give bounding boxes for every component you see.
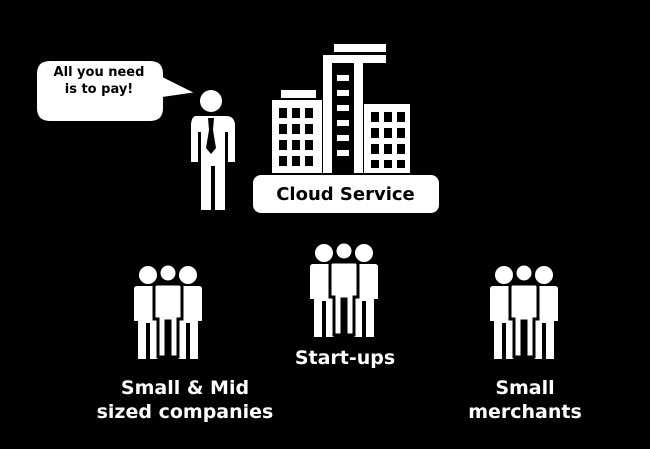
group-label-start-ups: Start-ups <box>270 346 420 370</box>
group-label-line-1: Small <box>495 377 555 399</box>
group-label-line-1: Start-ups <box>294 347 396 369</box>
group-label-line-2: merchants <box>468 401 582 423</box>
group-label-small-mid-companies: Small & Mid sized companies <box>90 376 280 424</box>
group-label-line-2: sized companies <box>96 401 274 423</box>
group-label-small-merchants: Small merchants <box>430 376 620 424</box>
speech-bubble-text: All you need is to pay! <box>38 64 160 98</box>
buildings-icon <box>253 44 439 213</box>
cloud-service-label: Cloud Service <box>276 183 415 205</box>
people-group-icon <box>490 264 558 359</box>
businessman-icon <box>191 90 235 210</box>
speech-bubble-line-2: is to pay! <box>64 82 134 97</box>
group-label-line-1: Small & Mid <box>120 377 250 399</box>
speech-bubble-icon <box>37 61 194 121</box>
people-group-icon <box>134 264 202 359</box>
people-group-icon <box>310 242 378 337</box>
speech-bubble-line-1: All you need <box>53 65 145 80</box>
